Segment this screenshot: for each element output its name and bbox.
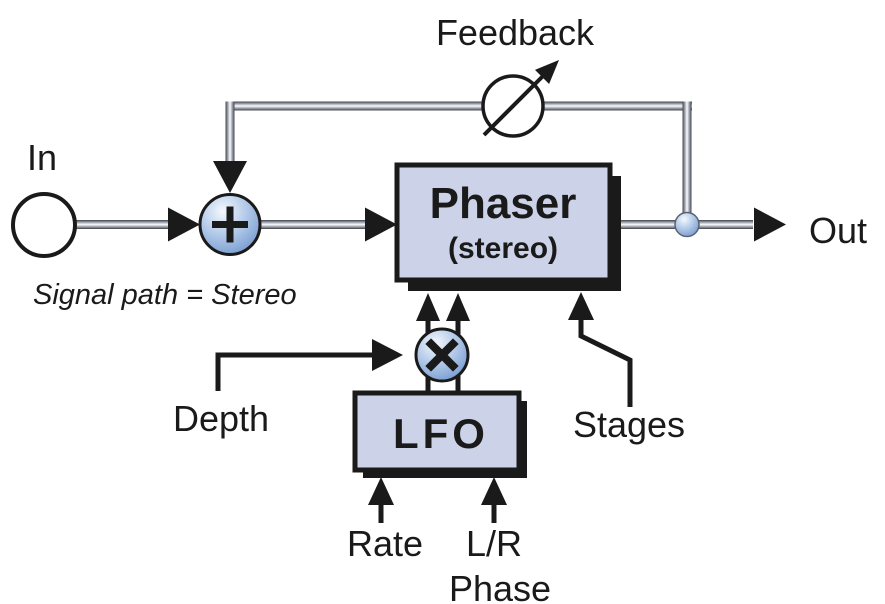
lfo-box: [352, 390, 522, 473]
phaser-block: Phaser (stereo): [394, 162, 621, 291]
lfo-title: LFO: [393, 410, 489, 457]
signal-path-note: Signal path = Stereo: [33, 279, 297, 311]
phase-label: Phase: [449, 568, 551, 604]
lr-label: L/R: [466, 523, 522, 564]
lfo-arrowhead-right-icon: [446, 293, 470, 321]
out-label: Out: [809, 210, 867, 251]
attenuator-slash: [482, 72, 547, 137]
depth-arrow: [215, 339, 403, 391]
depth-arrowhead-icon: [372, 339, 403, 371]
stages-line: [578, 319, 633, 407]
sum-node: [198, 193, 262, 256]
phaser-subtitle: (stereo): [448, 232, 558, 265]
feedback-attenuator-icon: [481, 60, 559, 138]
lfo-arrowhead-left-icon: [416, 293, 440, 321]
multiply-node: [414, 327, 470, 383]
input-node: [11, 192, 77, 258]
stages-arrowhead-icon: [568, 292, 594, 320]
depth-label: Depth: [173, 398, 269, 439]
lfo-block: LFO: [352, 390, 527, 478]
stages-arrow: [568, 292, 633, 407]
feedback-pipe-right-riser: [682, 101, 692, 215]
feedback-pipe-horizontal: [226, 101, 692, 111]
phaser-title: Phaser: [430, 179, 577, 228]
lr-phase-arrowhead-icon: [481, 477, 507, 505]
in-label: In: [27, 137, 57, 178]
rate-arrow: [368, 477, 394, 523]
attenuator-arrowhead-icon: [534, 60, 559, 85]
feedback-loop-pipe: [213, 101, 692, 215]
in-pipe: [72, 220, 168, 229]
sum-to-phaser-pipe: [259, 220, 366, 229]
depth-line: [215, 352, 372, 391]
feedback-arrowhead-icon: [213, 161, 247, 193]
rate-label: Rate: [347, 523, 423, 564]
phaser-input-arrowhead-icon: [365, 207, 397, 242]
out-arrowhead-icon: [754, 207, 786, 242]
junction-node: [674, 211, 700, 238]
lr-phase-arrow: [481, 477, 507, 523]
feedback-pipe-left-drop: [225, 101, 235, 163]
rate-arrowhead-icon: [368, 477, 394, 505]
plus-icon: [212, 206, 248, 243]
in-arrowhead-icon: [168, 207, 200, 242]
multiply-icon: [425, 338, 459, 372]
phaser-box: [394, 162, 613, 283]
stages-label: Stages: [573, 404, 685, 445]
feedback-label: Feedback: [436, 12, 595, 53]
